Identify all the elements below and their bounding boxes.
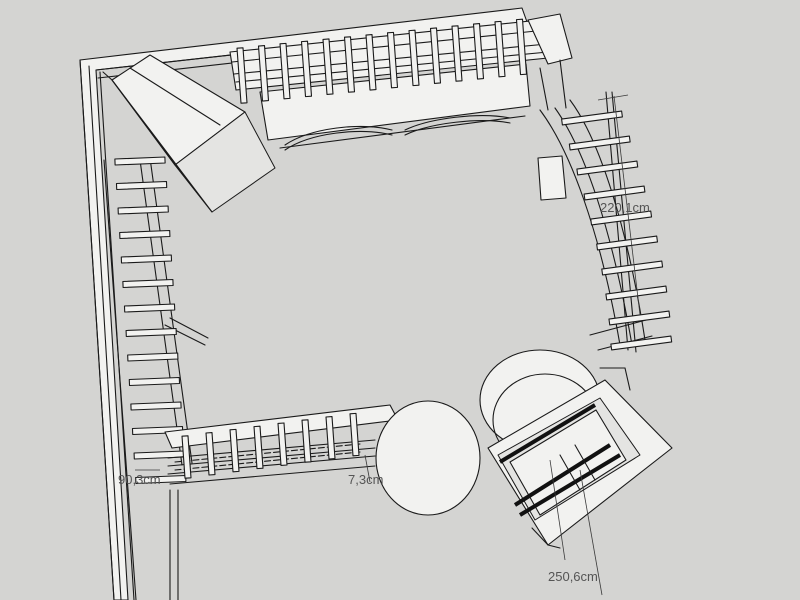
right-slat: [590, 210, 653, 226]
left-slat: [128, 376, 181, 387]
dimension-lines: [135, 94, 641, 596]
top-slat: [343, 36, 356, 93]
top-slat: [429, 27, 442, 84]
right-slat: [583, 185, 646, 201]
left-slat: [114, 156, 166, 166]
left-slat: [123, 303, 176, 313]
bottom-slat: [181, 435, 192, 479]
right-slat: [561, 110, 623, 126]
left-slat: [130, 401, 182, 411]
bottom-slat: [301, 419, 312, 463]
top-slat: [279, 42, 291, 100]
left-slat: [122, 278, 174, 289]
dimension-label-middle: 7,3cm: [348, 472, 383, 487]
bottom-rail-slats: [181, 412, 360, 479]
left-slat: [115, 180, 168, 191]
bottom-slat: [277, 422, 288, 466]
rotated-unit-bottom-right: [487, 367, 673, 549]
bottom-slat: [325, 416, 336, 460]
top-slat: [322, 38, 334, 95]
top-slat: [451, 25, 463, 82]
right-slat: [596, 235, 659, 251]
top-slat: [472, 23, 485, 80]
top-slat: [386, 31, 399, 89]
corner-box-top-left: [102, 54, 276, 213]
top-slat: [408, 29, 420, 87]
right-slat: [576, 160, 639, 176]
top-slat: [236, 47, 248, 104]
left-slat: [119, 229, 171, 240]
top-slat: [515, 18, 528, 76]
top-slat: [365, 34, 377, 91]
dimension-label-right: 220,1cm: [600, 200, 650, 215]
left-slat: [125, 327, 177, 338]
bottom-slat: [253, 425, 264, 470]
bottom-slat: [349, 412, 360, 457]
bottom-slat: [229, 428, 240, 473]
right-rail-slats: [561, 110, 673, 351]
right-slat: [605, 285, 668, 301]
left-slat: [133, 450, 185, 460]
left-slat: [120, 254, 173, 264]
top-slat: [494, 20, 506, 78]
top-slat: [300, 40, 313, 98]
right-slat: [568, 135, 631, 151]
top-rail-slats: [236, 18, 528, 104]
round-table-left: [375, 400, 481, 516]
right-slat: [608, 310, 671, 326]
left-slat: [127, 352, 179, 362]
top-slat: [257, 45, 270, 102]
bottom-slat: [205, 432, 216, 476]
right-slat: [610, 335, 673, 351]
left-slat: [117, 205, 169, 215]
right-slat: [601, 260, 664, 276]
dimension-label-left: 90,3cm: [118, 472, 161, 487]
dimension-label-bottom: 250,6cm: [548, 569, 598, 584]
